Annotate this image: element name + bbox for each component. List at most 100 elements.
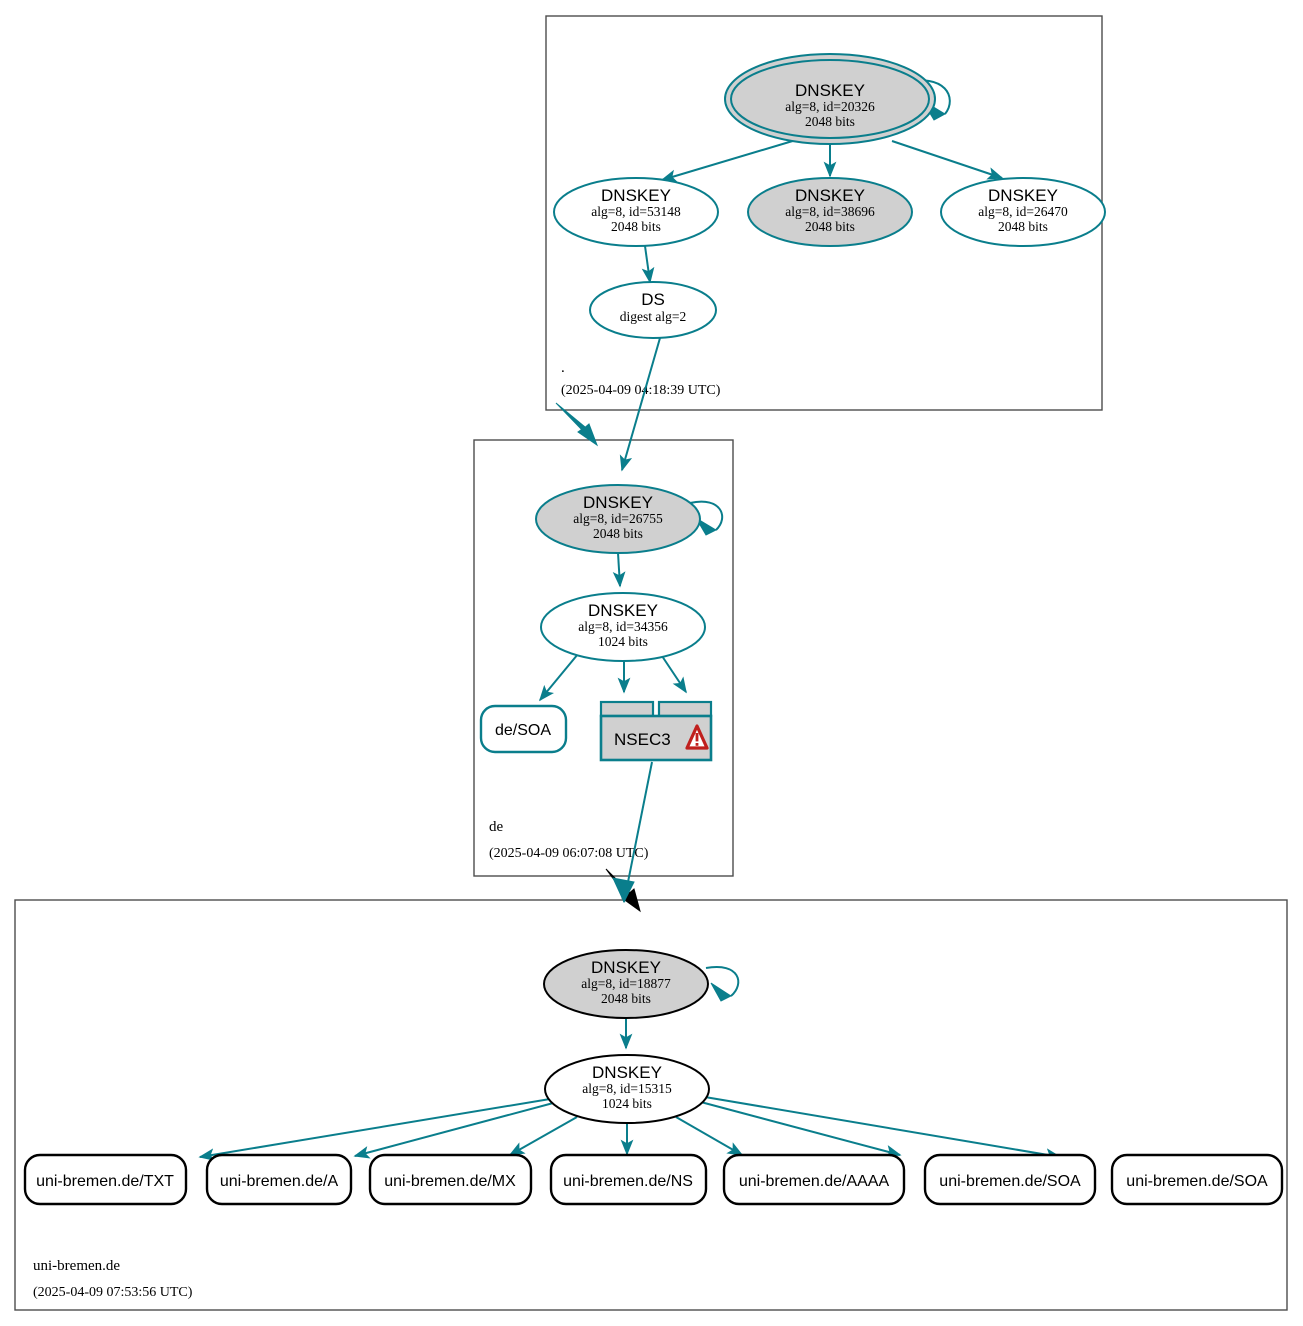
root-key-53148-type-label: DNSKEY [601, 186, 671, 205]
edge-ub-zsk-to-soa2 [698, 1095, 1062, 1161]
rrset-uni-bremen-aaaa[interactable]: uni-bremen.de/AAAA [722, 1153, 906, 1206]
root-key-26470-type-label: DNSKEY [988, 186, 1058, 205]
de-ksk-size-label: 2048 bits [593, 526, 643, 541]
ub-soa2-box [1110, 1153, 1284, 1206]
zone-box-de [473, 439, 734, 877]
root-ksk-size-label: 2048 bits [805, 114, 855, 129]
ub-ksk-alg-id-label: alg=8, id=18877 [581, 976, 671, 991]
root-key-26470-size-label: 2048 bits [998, 219, 1048, 234]
root-ksk-type-label: DNSKEY [795, 81, 865, 100]
edge-ub-zsk-to-mx [508, 1116, 578, 1156]
node-root-key-26470[interactable]: DNSKEY alg=8, id=26470 2048 bits [940, 177, 1106, 247]
zone-label-root: . [561, 360, 565, 376]
ub-txt-label: uni-bremen.de/TXT [36, 1173, 174, 1190]
edge-de-ksk-to-zsk [612, 552, 626, 588]
ub-a-label: uni-bremen.de/A [220, 1173, 339, 1190]
node-ub-ksk-18877[interactable]: DNSKEY alg=8, id=18877 2048 bits [543, 949, 709, 1019]
de-soa-box [479, 704, 568, 754]
edge-root-ksk-to-26470 [891, 140, 1004, 180]
nsec3-tab-right [657, 700, 713, 718]
edge-root-ksk-to-53148 [660, 139, 797, 183]
ub-zsk-type-label: DNSKEY [592, 1063, 662, 1082]
edge-ub-zsk-to-a [353, 1101, 558, 1159]
edge-ds-to-de-ksk [619, 337, 661, 472]
ub-ksk-size-label: 2048 bits [601, 991, 651, 1006]
root-ds-ellipse [589, 281, 717, 339]
root-ksk-inner-ring [730, 59, 930, 139]
ub-soa1-box [923, 1153, 1097, 1206]
edge-ub-zsk-to-aaaa [675, 1116, 744, 1156]
zone-label-de: de [489, 819, 504, 835]
edge-53148-to-ds [641, 245, 655, 284]
zone-timestamp-uni-bremen: (2025-04-09 07:53:56 UTC) [33, 1285, 193, 1300]
ub-zsk-size-label: 1024 bits [602, 1096, 652, 1111]
node-root-ds[interactable]: DS digest alg=2 [589, 281, 717, 339]
zone-timestamp-de: (2025-04-09 06:07:08 UTC) [489, 846, 649, 861]
rrset-uni-bremen-txt[interactable]: uni-bremen.de/TXT [23, 1153, 188, 1206]
edge-selfsign-ub-ksk [705, 965, 740, 997]
ub-zsk-ellipse [544, 1054, 710, 1124]
zone-label-uni-bremen: uni-bremen.de [33, 1258, 120, 1274]
zone-timestamp-root: (2025-04-09 04:18:39 UTC) [561, 383, 721, 398]
node-root-key-53148[interactable]: DNSKEY alg=8, id=53148 2048 bits [553, 177, 719, 247]
de-ksk-type-label: DNSKEY [583, 493, 653, 512]
root-ds-type-label: DS [641, 290, 665, 309]
node-ub-zsk-15315[interactable]: DNSKEY alg=8, id=15315 1024 bits [544, 1054, 710, 1124]
root-key-53148-alg-id-label: alg=8, id=53148 [591, 204, 681, 219]
warning-icon [685, 724, 709, 750]
node-de-zsk-34356[interactable]: DNSKEY alg=8, id=34356 1024 bits [540, 592, 706, 662]
rrset-uni-bremen-a[interactable]: uni-bremen.de/A [205, 1153, 353, 1206]
ub-aaaa-label: uni-bremen.de/AAAA [739, 1173, 890, 1190]
root-key-53148-ellipse [553, 177, 719, 247]
ub-ksk-type-label: DNSKEY [591, 958, 661, 977]
ub-zsk-alg-id-label: alg=8, id=15315 [582, 1081, 672, 1096]
edge-ub-zsk-to-soa1 [696, 1100, 902, 1158]
root-key-26470-alg-id-label: alg=8, id=26470 [978, 204, 1068, 219]
rrset-uni-bremen-ns[interactable]: uni-bremen.de/NS [549, 1153, 708, 1206]
root-ds-digest-label: digest alg=2 [620, 309, 686, 324]
node-root-key-38696[interactable]: DNSKEY alg=8, id=38696 2048 bits [747, 177, 913, 247]
ub-soa2-label: uni-bremen.de/SOA [1126, 1173, 1268, 1190]
root-key-38696-ellipse [747, 177, 913, 247]
de-zsk-type-label: DNSKEY [588, 601, 658, 620]
node-de-ksk-26755[interactable]: DNSKEY alg=8, id=26755 2048 bits [535, 484, 701, 554]
de-zsk-ellipse [540, 592, 706, 662]
de-zsk-size-label: 1024 bits [598, 634, 648, 649]
edge-delegation-root-to-de [555, 402, 599, 447]
ub-mx-label: uni-bremen.de/MX [384, 1173, 516, 1190]
ub-ns-label: uni-bremen.de/NS [563, 1173, 693, 1190]
node-de-nsec3[interactable]: NSEC3 [599, 700, 713, 762]
root-key-53148-size-label: 2048 bits [611, 219, 661, 234]
ub-mx-box [368, 1153, 533, 1206]
edge-nsec3-to-uni-bremen [623, 761, 653, 903]
edge-ub-zsk-to-txt [198, 1097, 557, 1161]
rrset-uni-bremen-mx[interactable]: uni-bremen.de/MX [368, 1153, 533, 1206]
root-key-38696-alg-id-label: alg=8, id=38696 [785, 204, 875, 219]
node-de-soa-rrset[interactable]: de/SOA [479, 704, 568, 754]
de-soa-label: de/SOA [495, 722, 551, 739]
nsec3-label: NSEC3 [614, 730, 671, 749]
node-root-ksk-20326[interactable]: DNSKEY alg=8, id=20326 2048 bits [724, 53, 936, 145]
edge-de-zsk-to-soa [538, 653, 579, 702]
edge-de-zsk-to-nsec3-b [661, 655, 687, 694]
ub-ns-box [549, 1153, 708, 1206]
nsec3-body [599, 714, 713, 762]
de-zsk-alg-id-label: alg=8, id=34356 [578, 619, 668, 634]
zone-box-uni-bremen [14, 899, 1288, 1311]
rrset-uni-bremen-soa-1[interactable]: uni-bremen.de/SOA [923, 1153, 1097, 1206]
ub-a-box [205, 1153, 353, 1206]
edge-selfsign-ub-ksk-arrowhead [710, 982, 733, 1002]
root-key-26470-ellipse [940, 177, 1106, 247]
edge-nsec3-to-uni-bremen-arrowhead [612, 877, 635, 904]
nsec3-tab-left [599, 700, 655, 718]
ub-soa1-label: uni-bremen.de/SOA [939, 1173, 1081, 1190]
ub-aaaa-box [722, 1153, 906, 1206]
ub-txt-box [23, 1153, 188, 1206]
root-ksk-alg-id-label: alg=8, id=20326 [785, 99, 875, 114]
root-key-38696-type-label: DNSKEY [795, 186, 865, 205]
rrset-uni-bremen-soa-2[interactable]: uni-bremen.de/SOA [1110, 1153, 1284, 1206]
ub-ksk-ellipse [543, 949, 709, 1019]
edge-selfsign-de-ksk-arrowhead [695, 517, 718, 536]
